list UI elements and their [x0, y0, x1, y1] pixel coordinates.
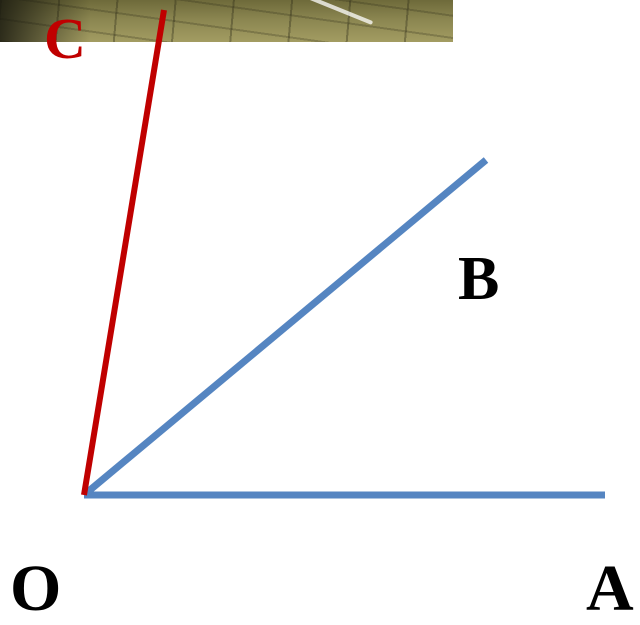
banner-shadow: [0, 0, 90, 42]
point-label-a: A: [586, 552, 634, 625]
point-label-c: C: [44, 6, 86, 71]
ray-ob: [81, 157, 489, 498]
point-label-o: O: [10, 552, 62, 625]
ray-oc: [81, 9, 167, 496]
point-label-b: B: [458, 245, 500, 313]
decorative-banner-image: [0, 0, 453, 42]
